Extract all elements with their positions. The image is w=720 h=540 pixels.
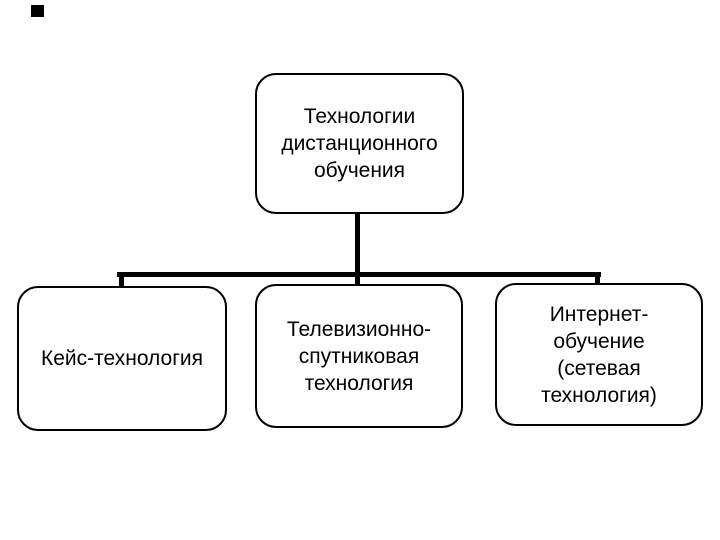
node-label-line: обучение xyxy=(553,329,645,353)
node-label-line: Телевизионно- xyxy=(286,317,432,341)
node-label-line: спутниковая xyxy=(298,344,420,368)
node-label-line: технология) xyxy=(541,383,657,407)
root-node-distance-learning-technologies: Технологии дистанционного обучения xyxy=(255,73,464,214)
node-label-line: Кейс-технология xyxy=(41,347,203,370)
node-label-line: обучения xyxy=(313,159,406,182)
connector-drop-left xyxy=(119,272,124,288)
node-label-line: технология xyxy=(304,371,414,395)
connector-drop-right xyxy=(595,272,600,285)
node-label-line: Интернет- xyxy=(549,302,649,326)
child-node-internet-learning: Интернет- обучение (сетевая технология) xyxy=(495,283,703,426)
node-label-line: Технологии xyxy=(303,105,416,128)
corner-square-decoration xyxy=(31,5,44,17)
connector-horizontal-bar xyxy=(117,272,601,277)
child-node-case-technology: Кейс-технология xyxy=(17,286,227,431)
node-label-line: (сетевая xyxy=(557,356,641,380)
node-label-line: дистанционного xyxy=(281,132,438,155)
connector-root-stem xyxy=(355,214,360,286)
child-node-tv-satellite-technology: Телевизионно- спутниковая технология xyxy=(255,284,463,428)
